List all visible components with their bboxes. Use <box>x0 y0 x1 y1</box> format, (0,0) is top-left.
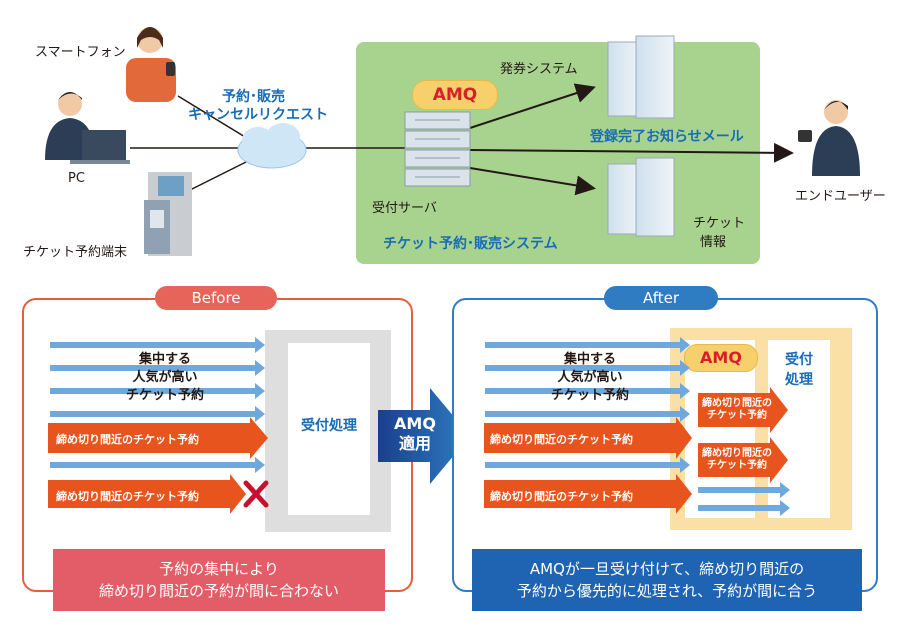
issuing-system-label: 発券システム <box>500 62 578 77</box>
demand-line-2: 人気が高い <box>132 370 198 385</box>
reception-label-after-2: 処理 <box>785 372 813 388</box>
amq-badge-after: AMQ <box>684 344 758 372</box>
demand-line-2-after: 人気が高い <box>557 370 623 385</box>
mail-label: 登録完了お知らせメール <box>590 129 744 145</box>
reception-label-after: 受付 処理 <box>768 350 830 390</box>
before-caption-2: 締め切り間近の予約が間に合わない <box>98 582 339 600</box>
cross-icon <box>243 480 269 508</box>
line-smartphone-cloud <box>177 95 251 141</box>
blue-arrow <box>698 482 790 498</box>
urgent-arrow <box>48 417 268 459</box>
demand-line-3: チケット予約 <box>125 388 204 403</box>
blue-arrow <box>50 337 265 353</box>
amq-apply-line-2: 適用 <box>398 434 431 453</box>
before-caption-1: 予約の集中により <box>159 560 279 578</box>
reception-box <box>288 343 370 515</box>
request-label-2: キャンセルリクエスト <box>188 107 328 123</box>
arrow-to-issuing <box>469 83 596 129</box>
demand-line-3-after: チケット予約 <box>550 388 629 403</box>
arrow-to-enduser <box>469 142 794 163</box>
blue-arrow <box>485 360 690 376</box>
amq-apply-label: AMQ 適用 <box>385 414 445 454</box>
before-caption: 予約の集中により 締め切り間近の予約が間に合わない <box>53 549 385 611</box>
queued-label-1a: 締め切り間近の <box>702 398 772 409</box>
ticket-info-label-2: 情報 <box>700 235 727 250</box>
urgent-arrow <box>484 417 692 459</box>
person-phone-icon <box>798 100 860 176</box>
top-diagram <box>45 27 860 256</box>
blue-arrow <box>50 457 265 473</box>
demand-line-1-after: 集中する <box>563 352 616 367</box>
reception-server-label: 受付サーバ <box>372 201 437 216</box>
urgent-label-2-after: 締め切り間近のチケット予約 <box>490 490 633 503</box>
before-arrows <box>48 337 269 514</box>
demand-line-1: 集中する <box>138 352 191 367</box>
end-user-label: エンドユーザー <box>795 189 886 204</box>
after-arrows <box>484 337 790 516</box>
urgent-arrow-queued <box>698 387 788 433</box>
person-smartphone-icon <box>126 27 176 102</box>
blue-arrow <box>485 337 690 353</box>
reception-label: 受付処理 <box>301 418 357 434</box>
queued-label-2a: 締め切り間近の <box>702 448 772 459</box>
server-rack-icon <box>404 111 471 187</box>
blue-arrow <box>50 406 265 422</box>
pc-label: PC <box>68 171 85 186</box>
kiosk-icon <box>144 172 192 256</box>
amq-apply-line-1: AMQ <box>394 414 436 433</box>
amq-apply-arrow <box>378 388 470 484</box>
terminal-label: チケット予約端末 <box>23 245 128 260</box>
urgent-arrow <box>48 474 246 514</box>
building-icon <box>607 35 675 119</box>
blue-arrow <box>50 383 265 399</box>
queued-label-1b: チケット予約 <box>707 410 767 421</box>
amq-badge-top: AMQ <box>412 80 498 110</box>
request-label-1: 予約･販売 <box>222 89 285 105</box>
ticket-info-label-1: チケット <box>693 216 746 231</box>
person-pc-icon <box>45 92 130 164</box>
blue-arrow <box>485 457 690 473</box>
blue-arrow <box>698 500 790 516</box>
blue-arrow <box>50 360 265 376</box>
after-caption: AMQが一旦受け付けて、締め切り間近の 予約から優先的に処理され、予約が間に合う <box>472 549 862 611</box>
queued-label-2b: チケット予約 <box>707 460 767 471</box>
after-tag: After <box>604 286 718 310</box>
building-icon <box>607 157 675 237</box>
blue-arrow <box>485 406 690 422</box>
system-name-label: チケット予約･販売システム <box>383 236 558 252</box>
after-caption-2: 予約から優先的に処理され、予約が間に合う <box>516 582 818 600</box>
cloud-icon <box>237 123 307 169</box>
urgent-label-1-after: 締め切り間近のチケット予約 <box>490 433 633 446</box>
urgent-label-1: 締め切り間近のチケット予約 <box>56 433 199 446</box>
queued-label-1: 締め切り間近の チケット予約 <box>700 398 774 422</box>
urgent-arrow-queued <box>698 437 788 483</box>
before-tag: Before <box>155 286 277 310</box>
after-caption-1: AMQが一旦受け付けて、締め切り間近の <box>529 560 805 578</box>
blue-arrow <box>485 383 690 399</box>
urgent-arrow <box>484 474 692 514</box>
arrow-to-ticketinfo <box>469 167 596 196</box>
line-terminal-cloud <box>189 159 251 191</box>
smartphone-label: スマートフォン <box>35 45 126 60</box>
reception-label-after-1: 受付 <box>785 352 813 368</box>
queued-label-2: 締め切り間近の チケット予約 <box>700 448 774 472</box>
urgent-label-2: 締め切り間近のチケット予約 <box>56 490 199 503</box>
